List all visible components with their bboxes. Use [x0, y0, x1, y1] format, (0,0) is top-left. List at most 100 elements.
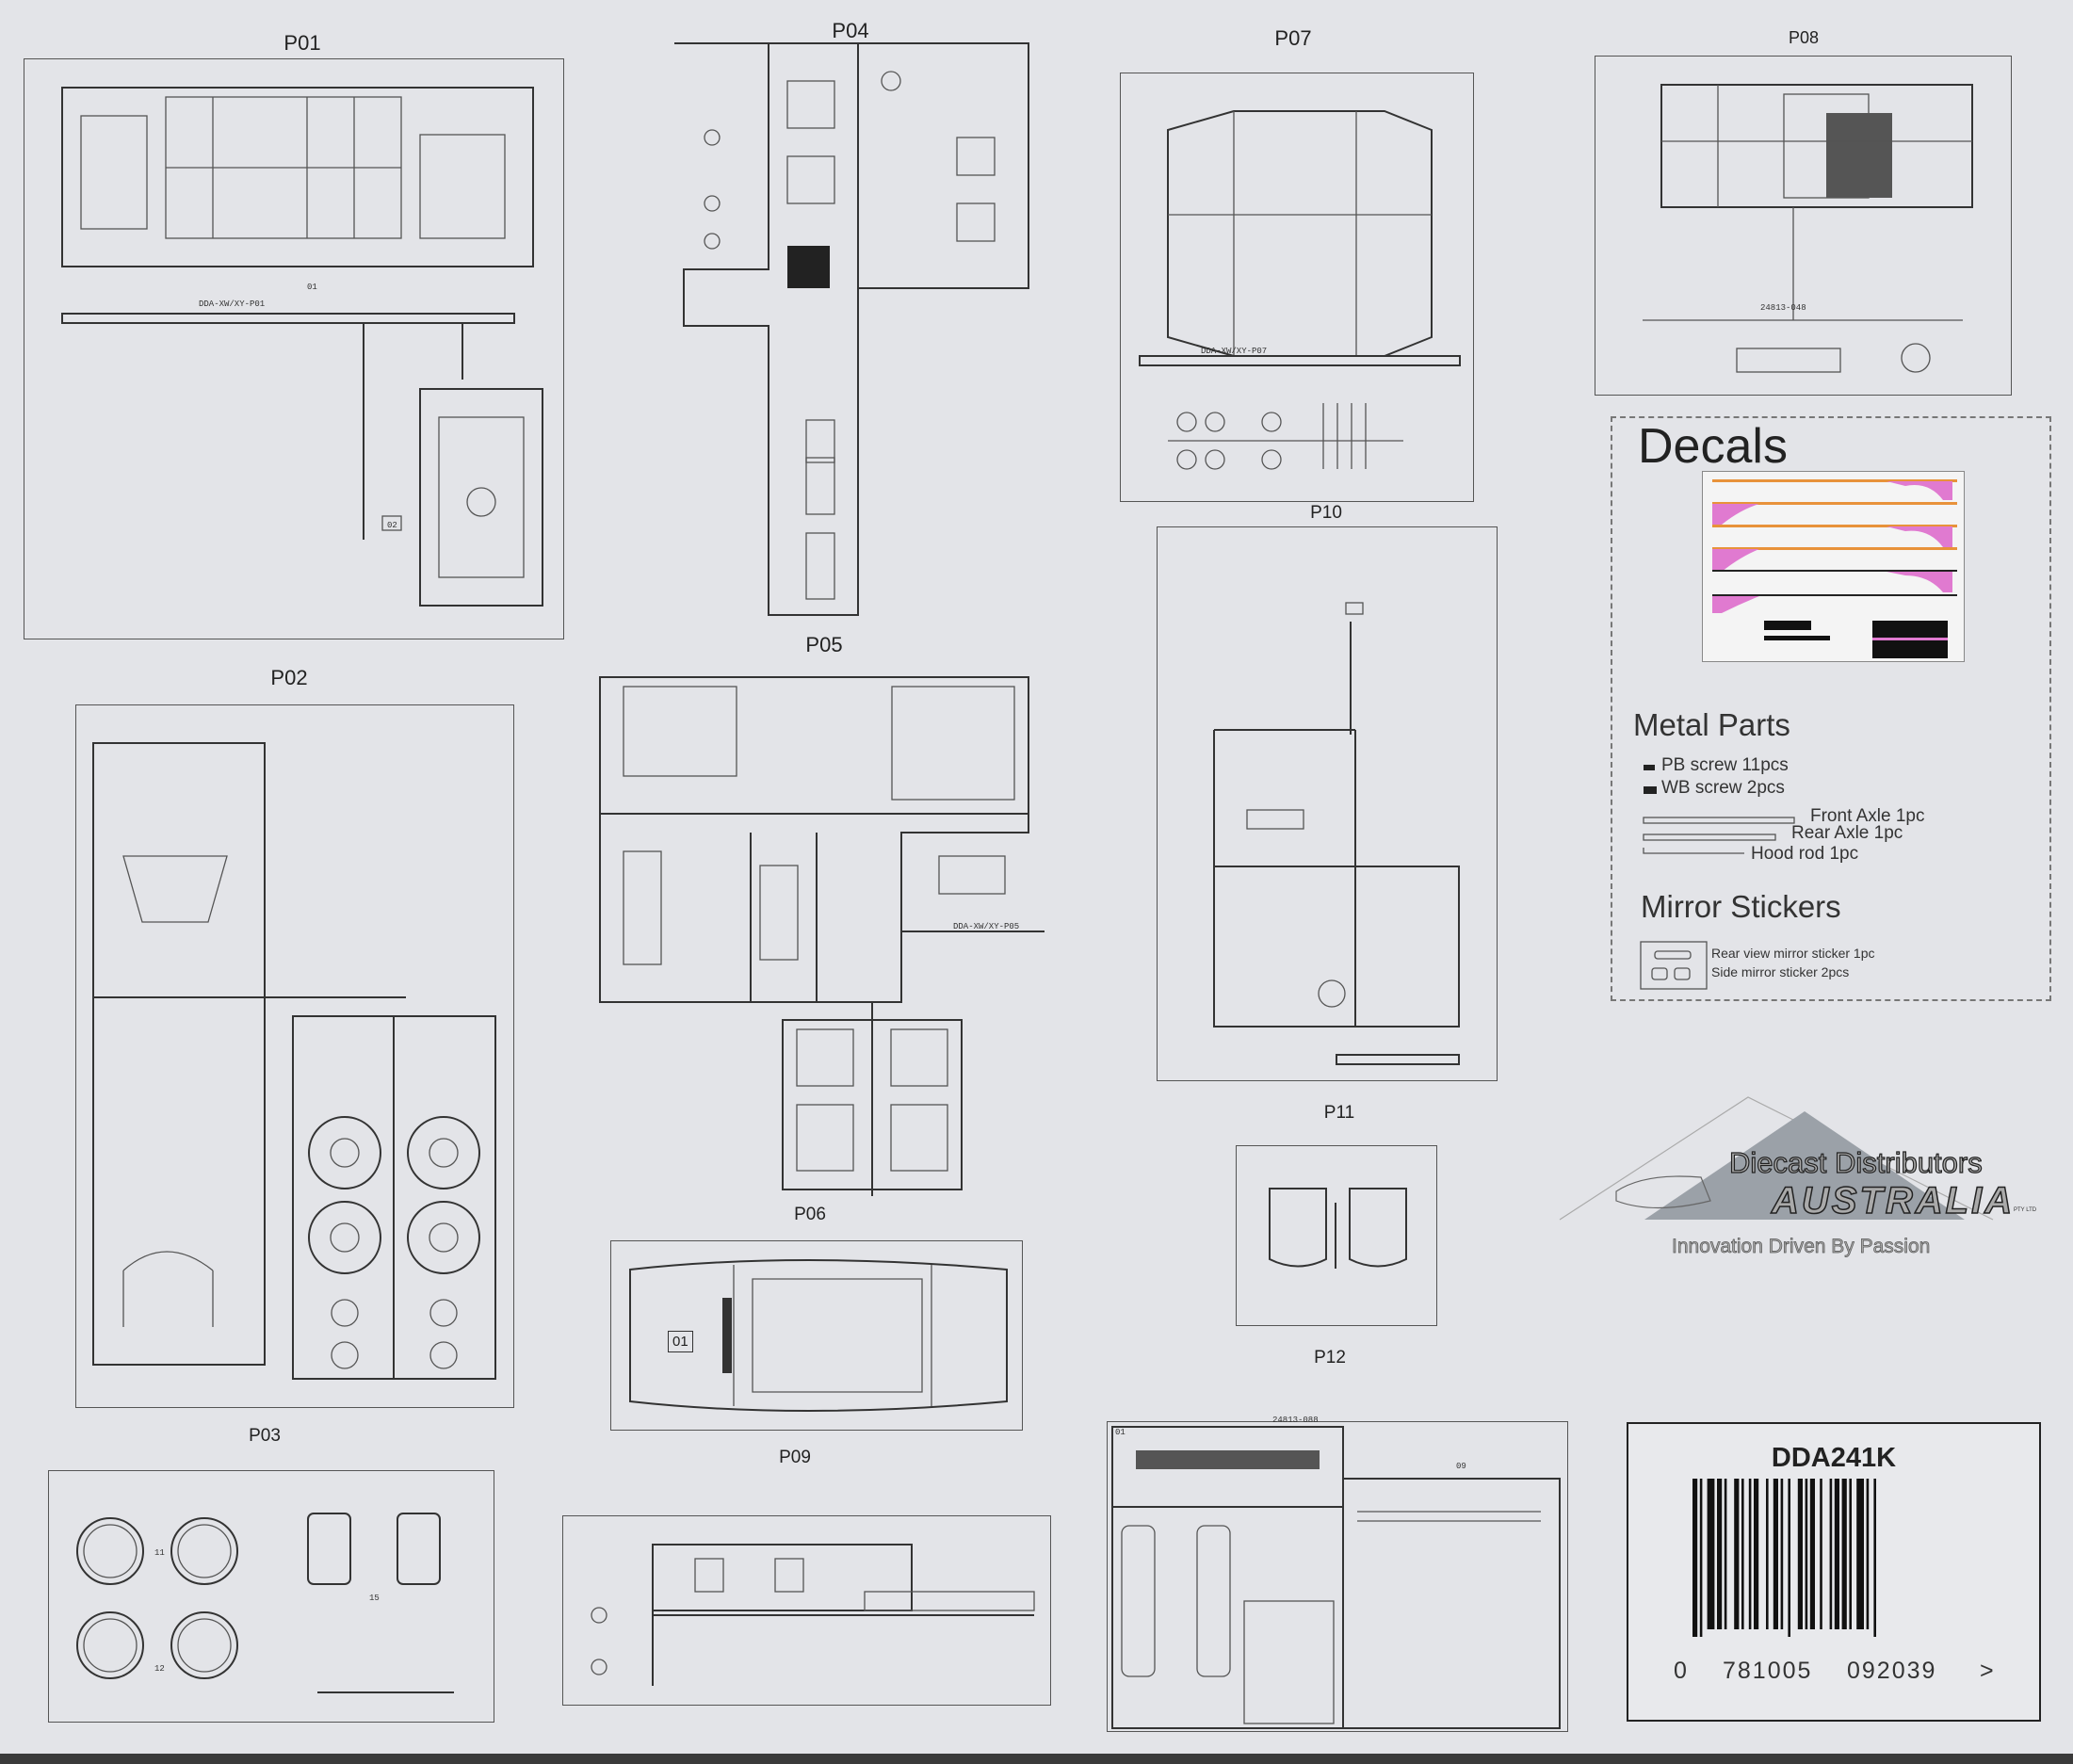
part-code: DDA-XW/XY-P01: [199, 299, 266, 309]
panel-label-p03: P03: [249, 1426, 281, 1446]
part-tag: 01: [307, 283, 317, 292]
barcode-bar: [1766, 1479, 1769, 1629]
barcode-bar: [1809, 1479, 1815, 1629]
sprue-panel-p01: DDA-XW/XY-P01 01 02: [24, 58, 564, 639]
barcode-bar: [1829, 1479, 1833, 1629]
tires-sprue-drawing: [76, 1513, 454, 1693]
part-code: 24813-048: [1760, 303, 1806, 313]
sprue-panel-p07: DDA-XW/XY-P07: [1120, 73, 1474, 502]
barcode-label: DDA241K 0 781005 092039 >: [1627, 1422, 2041, 1722]
metal-part-item: Hood rod 1pc: [1751, 844, 1859, 864]
panel-label-p12: P12: [1314, 1348, 1346, 1368]
logo-line2: AUSTRALIA: [1771, 1179, 2016, 1222]
metal-part-item: WB screw 2pcs: [1661, 778, 1785, 798]
seats-sprue-drawing: [782, 1001, 963, 1196]
seat-backs-drawing: [1269, 1188, 1407, 1269]
parts-sprue-drawing: [1643, 84, 1973, 373]
logo-mountains: [1559, 1096, 1994, 1221]
barcode-bar: [1849, 1479, 1852, 1629]
dashboard-sprue-drawing: [1213, 602, 1460, 1065]
barcode-bar: [1692, 1479, 1698, 1637]
barcode-digits-left: 781005: [1723, 1658, 1813, 1684]
panel-label-p09: P09: [779, 1448, 811, 1467]
sprue-panel-p11: [1236, 1145, 1437, 1326]
company-logo: Diecast Distributors AUSTRALIA PTY LTD I…: [1559, 1096, 2063, 1296]
sprue-panel-p09-body: 01: [610, 1240, 1023, 1431]
part-tag: 15: [369, 1594, 380, 1603]
part-code: 24813-088: [1272, 1416, 1319, 1425]
part-code: DDA-XW/XY-P07: [1201, 347, 1268, 356]
barcode-bar: [1717, 1479, 1723, 1629]
small-parts-sprue-drawing: [591, 1544, 1035, 1686]
barcode-bar: [1873, 1479, 1876, 1637]
sprue-panel-p06: [782, 1001, 963, 1196]
barcode-bar: [1841, 1479, 1847, 1629]
barcode-bar: [1707, 1479, 1715, 1629]
panel-label-p05: P05: [805, 633, 843, 656]
barcode-quiet-marker: >: [1980, 1658, 1994, 1684]
sprue-panel-p08: 24813-048: [1595, 56, 2012, 396]
barcode-bar: [1773, 1479, 1778, 1629]
barcode-bar: [1788, 1479, 1790, 1637]
panel-label-p01: P01: [283, 31, 321, 55]
chassis-sprue-drawing: [61, 87, 543, 607]
decals-heading: Decals: [1638, 419, 1788, 474]
glass-sprue-drawing: [599, 676, 1045, 1003]
barcode-bar: [1797, 1479, 1803, 1629]
decal-sheet: [1702, 471, 1965, 662]
panel-label-p02: P02: [270, 666, 308, 689]
barcode-bar: [1834, 1479, 1839, 1629]
interior-sprue-drawing: [674, 42, 1029, 616]
sprue-panel-p12: 24813-088 01 09: [1107, 1416, 1568, 1732]
barcode-bar: [1734, 1479, 1740, 1629]
sprue-panel-p05: DDA-XW/XY-P05: [599, 676, 1045, 1003]
part-tag: 02: [387, 521, 397, 530]
logo-tagline: Innovation Driven By Passion: [1672, 1236, 1931, 1258]
part-tag: 01: [668, 1331, 693, 1352]
mirror-stickers-heading: Mirror Stickers: [1641, 889, 1841, 924]
sprue-panel-p09: [562, 1515, 1051, 1706]
barcode-bars: [1692, 1479, 1876, 1637]
mirror-sticker-item: Side mirror sticker 2pcs: [1711, 964, 1850, 979]
panel-label-p06: P06: [794, 1205, 826, 1224]
barcode-bar: [1780, 1479, 1784, 1629]
barcode-bar: [1724, 1479, 1727, 1629]
part-tag: 01: [1115, 1428, 1126, 1437]
part-tag: 12: [154, 1664, 165, 1674]
metal-part-item: PB screw 11pcs: [1661, 755, 1789, 775]
sprue-panel-p04: [674, 42, 1029, 616]
sprue-panel-p02: [75, 704, 514, 1408]
logo-line1: Diecast Distributors: [1728, 1145, 1983, 1179]
part-tag: 09: [1456, 1462, 1466, 1471]
contents-legend-box: Decals Metal Parts PB screw 11pcs WB scr…: [1611, 416, 2051, 1001]
part-code: DDA-XW/XY-P05: [953, 922, 1020, 931]
panel-label-p07: P07: [1274, 26, 1312, 50]
panel-label-p08: P08: [1788, 28, 1820, 47]
panel-label-p04: P04: [832, 19, 869, 42]
product-sku: DDA241K: [1771, 1443, 1897, 1473]
car-body-drawing: [629, 1259, 1008, 1412]
bumpers-sprue-drawing: [1111, 1426, 1561, 1729]
barcode-bar: [1754, 1479, 1759, 1629]
mirror-sticker-item: Rear view mirror sticker 1pc: [1711, 946, 1875, 961]
barcode-bar: [1699, 1479, 1703, 1637]
sprue-panel-p10: [1157, 526, 1498, 1081]
panel-label-p11: P11: [1323, 1103, 1355, 1123]
body-floor-sprue-drawing: [1139, 110, 1461, 470]
part-tag: 11: [154, 1548, 165, 1558]
wheels-sprue-drawing: [92, 742, 496, 1380]
sprue-panel-p03: 11 12 15: [48, 1470, 494, 1723]
barcode-bar: [1820, 1479, 1822, 1629]
barcode-bar: [1866, 1479, 1870, 1629]
barcode-bar: [1741, 1479, 1744, 1629]
barcode-bar: [1856, 1479, 1864, 1629]
panel-label-p10: P10: [1310, 503, 1342, 523]
barcode-digits-right: 092039: [1847, 1658, 1937, 1684]
decal-stripes: [1712, 479, 1957, 658]
metal-parts-heading: Metal Parts: [1633, 707, 1790, 742]
barcode-bar: [1748, 1479, 1752, 1629]
metal-part-item: Rear Axle 1pc: [1791, 823, 1903, 843]
logo-suffix: PTY LTD: [2014, 1207, 2037, 1213]
barcode-digit: 0: [1674, 1658, 1687, 1684]
box-edge: [0, 1754, 2073, 1764]
